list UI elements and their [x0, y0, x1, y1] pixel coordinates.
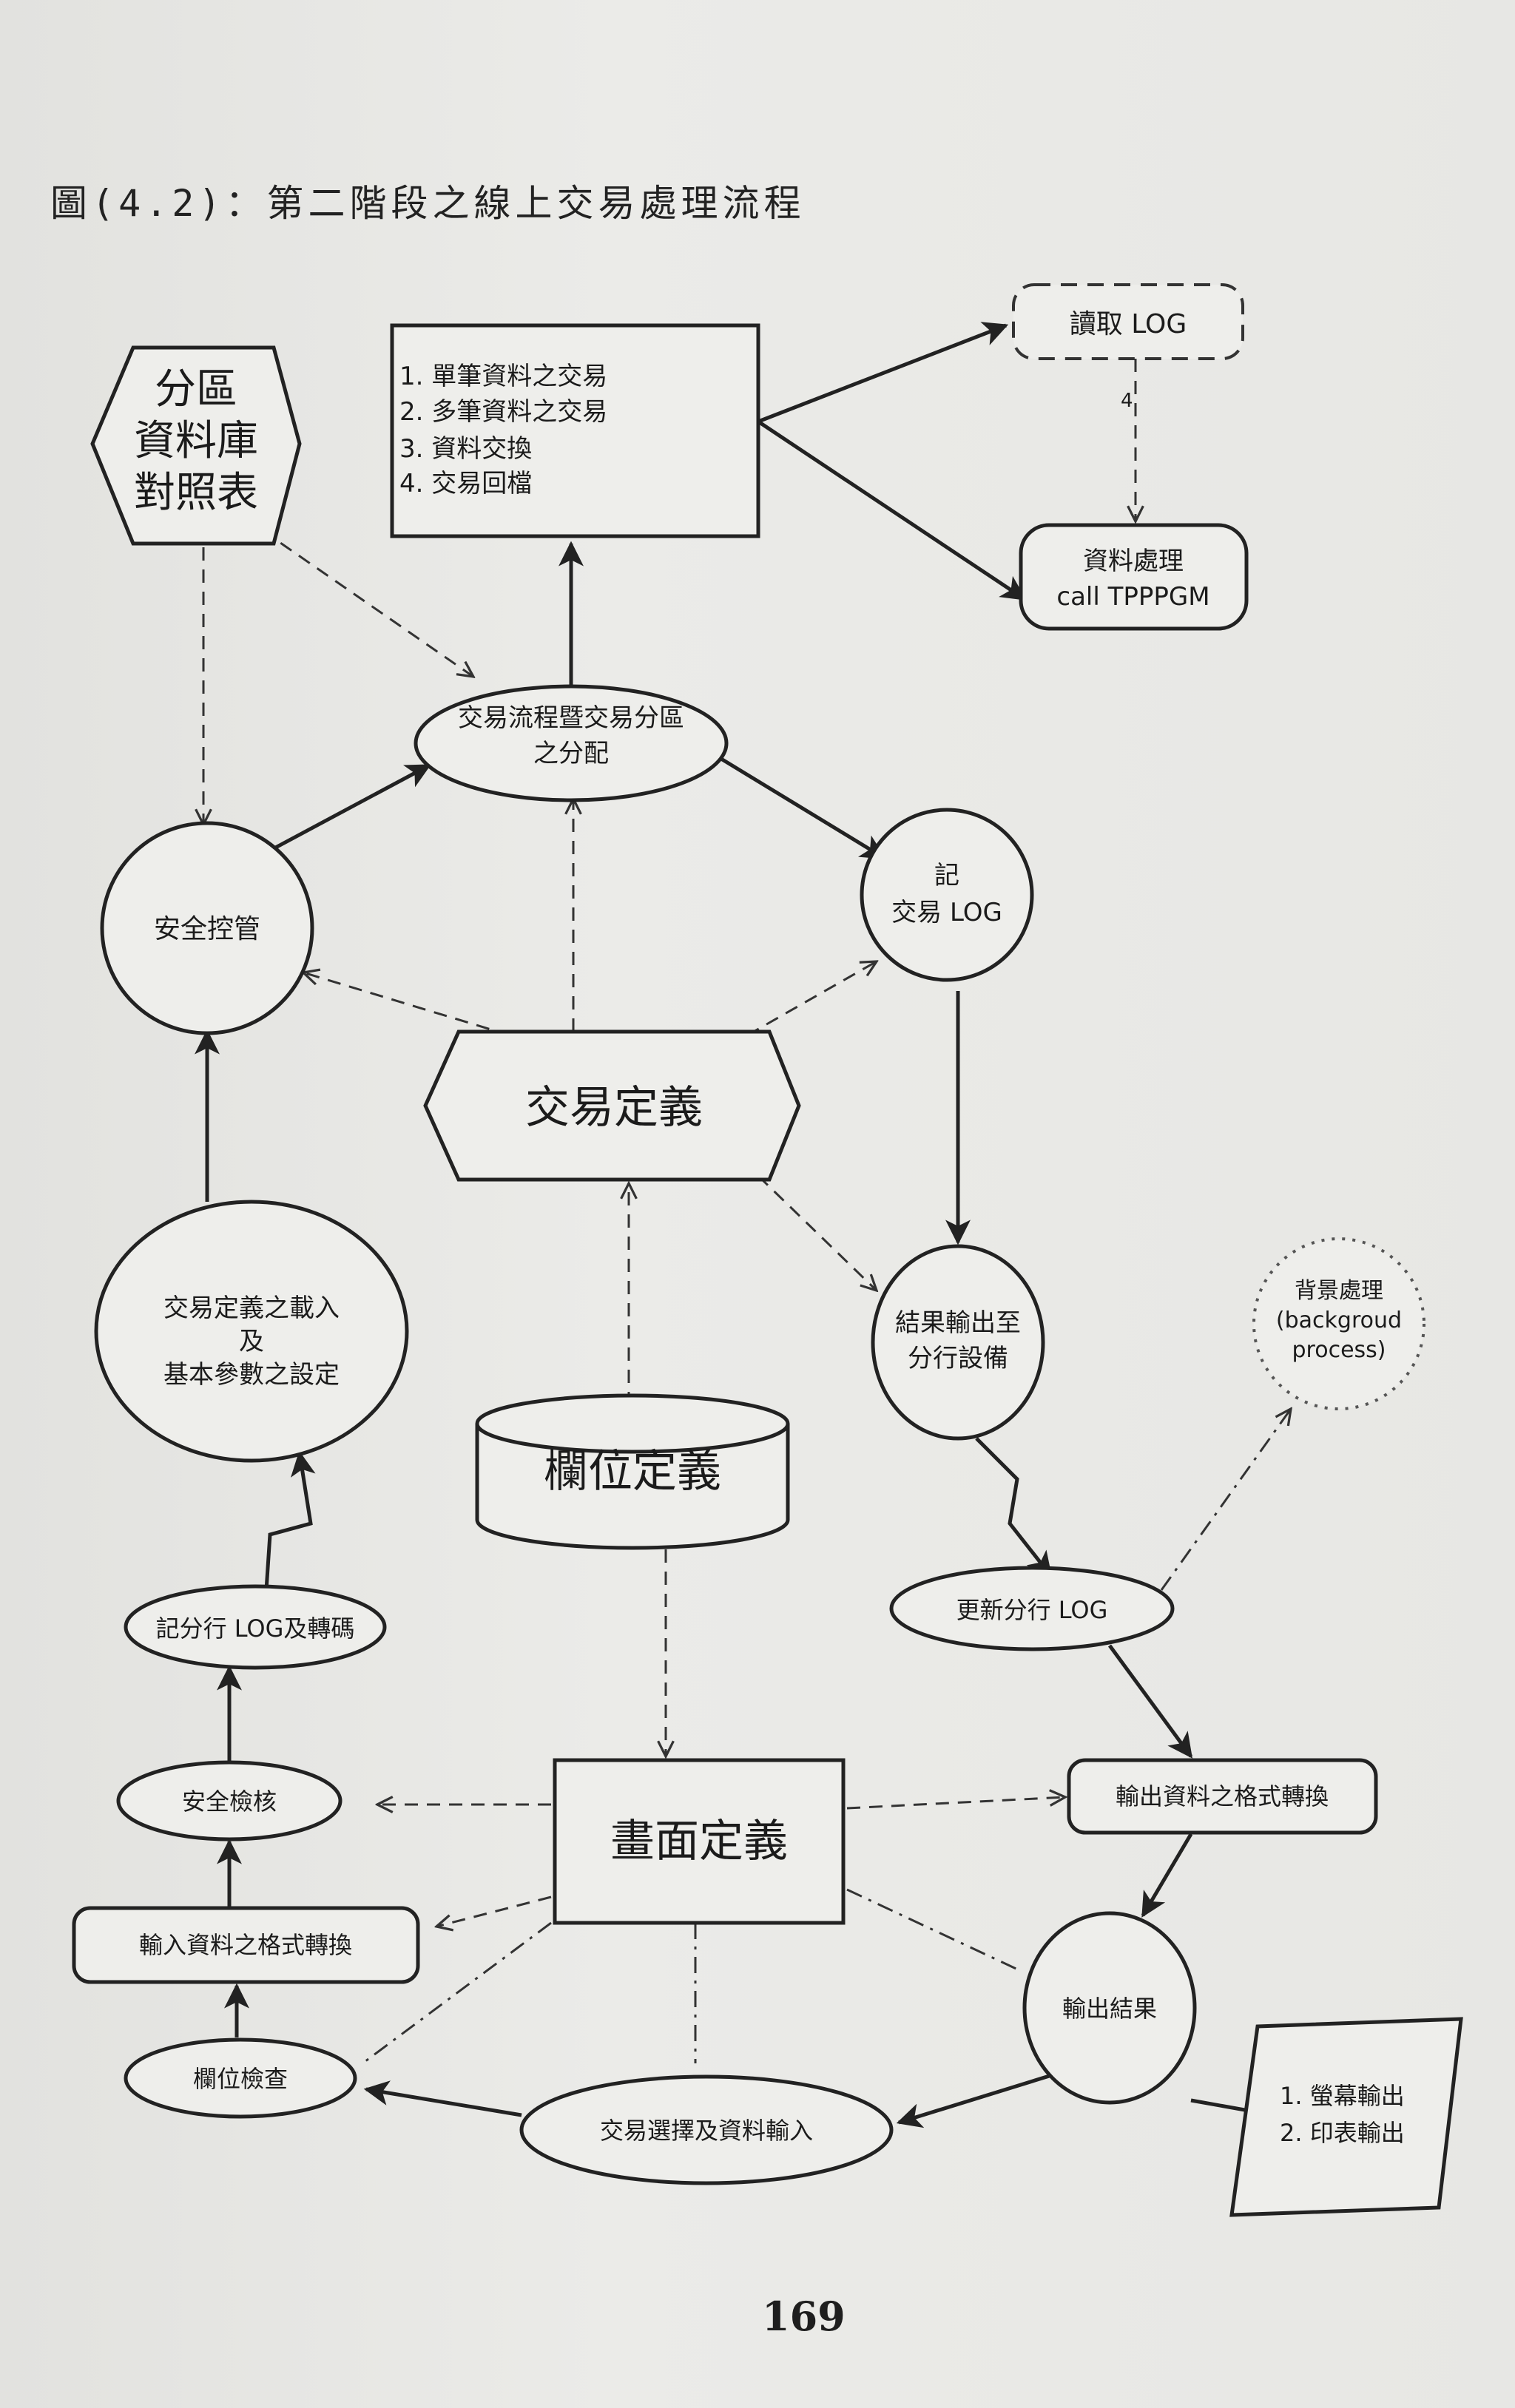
svg-text:安全控管: 安全控管	[154, 914, 260, 944]
svg-text:分行設備: 分行設備	[908, 1344, 1008, 1373]
svg-text:(backgroud: (backgroud	[1276, 1308, 1402, 1333]
svg-text:結果輸出至: 結果輸出至	[895, 1308, 1021, 1338]
node-security-control: 安全控管	[100, 821, 314, 1035]
node-field-definition: 欄位定義	[475, 1393, 790, 1550]
edge-screen-to-fieldcheck	[362, 1921, 552, 2065]
edge-txdef-to-security	[303, 973, 511, 1037]
edge-screen-to-result	[846, 1888, 1022, 1972]
svg-text:交易選擇及資料輸入: 交易選擇及資料輸入	[600, 2117, 813, 2145]
svg-text:2. 多筆資料之交易: 2. 多筆資料之交易	[399, 397, 607, 427]
edges: 4	[195, 322, 1298, 2128]
edge-branch-log-to-load	[264, 1450, 316, 1591]
svg-text:更新分行 LOG: 更新分行 LOG	[956, 1596, 1108, 1624]
node-flow-allocation: 交易流程暨交易分區 之分配	[414, 684, 729, 802]
svg-text:分區: 分區	[155, 365, 237, 413]
svg-text:2. 印表輸出: 2. 印表輸出	[1280, 2119, 1405, 2147]
node-input-format-conversion: 輸入資料之格式轉換	[72, 1906, 420, 1984]
edge-security-to-allocation	[269, 763, 431, 853]
svg-text:記分行 LOG及轉碼: 記分行 LOG及轉碼	[156, 1614, 355, 1643]
svg-text:資料處理: 資料處理	[1083, 547, 1184, 576]
svg-text:輸入資料之格式轉換: 輸入資料之格式轉換	[139, 1931, 352, 1959]
edge-allocation-to-record-log	[712, 752, 886, 860]
edge-screen-to-input-format	[436, 1895, 552, 1927]
node-output-items: 1. 螢幕輸出 2. 印表輸出	[1229, 2017, 1463, 2217]
node-output-result: 輸出結果	[1022, 1911, 1197, 2105]
svg-text:call TPPPGM: call TPPPGM	[1056, 582, 1209, 612]
node-transaction-definition: 交易定義	[423, 1029, 801, 1182]
svg-text:及: 及	[239, 1327, 264, 1356]
edge-screen-to-output-format	[846, 1797, 1065, 1810]
svg-text:畫面定義: 畫面定義	[610, 1816, 788, 1867]
node-transaction-list: 1. 單筆資料之交易 2. 多筆資料之交易 3. 資料交換 4. 交易回檔	[390, 323, 760, 538]
svg-text:讀取 LOG: 讀取 LOG	[1070, 309, 1187, 339]
node-background-process: 背景處理 (backgroud process)	[1252, 1237, 1425, 1410]
svg-text:交易定義: 交易定義	[525, 1082, 703, 1134]
svg-text:交易流程暨交易分區: 交易流程暨交易分區	[458, 703, 684, 733]
node-load-definition: 交易定義之載入 及 基本參數之設定	[94, 1200, 409, 1463]
edge-label-4: 4	[1121, 390, 1133, 412]
edge-txdef-to-record-log	[746, 961, 877, 1037]
edge-result-to-data-input	[896, 2072, 1055, 2128]
svg-text:1. 單筆資料之交易: 1. 單筆資料之交易	[399, 362, 607, 391]
edge-format-to-result	[1141, 1833, 1193, 1918]
edge-list-to-data-processing	[757, 419, 1027, 601]
node-output-to-branch: 結果輸出至 分行設備	[871, 1244, 1045, 1441]
svg-text:輸出結果: 輸出結果	[1062, 1995, 1157, 2023]
svg-text:交易 LOG: 交易 LOG	[891, 898, 1002, 927]
node-read-log: 讀取 LOG	[1012, 283, 1244, 360]
node-data-input: 交易選擇及資料輸入	[519, 2074, 894, 2185]
node-screen-definition: 畫面定義	[553, 1758, 846, 1925]
node-partition-table: 分區 資料庫 對照表	[90, 345, 302, 546]
svg-text:對照表: 對照表	[134, 469, 258, 517]
svg-text:安全檢核: 安全檢核	[182, 1788, 277, 1816]
node-branch-log-conversion: 記分行 LOG及轉碼	[124, 1584, 387, 1670]
edge-partition-to-allocation	[243, 516, 473, 677]
svg-text:基本參數之設定: 基本參數之設定	[163, 1360, 340, 1390]
svg-text:記: 記	[934, 861, 959, 890]
node-output-format-conversion: 輸出資料之格式轉換	[1067, 1758, 1378, 1835]
svg-text:process): process)	[1292, 1337, 1386, 1363]
edge-list-to-read-log	[758, 322, 1009, 424]
edge-update-to-background	[1160, 1409, 1291, 1591]
edge-output-to-update-log	[975, 1437, 1053, 1577]
svg-text:1. 螢幕輸出: 1. 螢幕輸出	[1280, 2082, 1405, 2110]
edge-update-to-format	[1107, 1644, 1193, 1759]
svg-text:交易定義之載入: 交易定義之載入	[163, 1293, 340, 1323]
svg-text:之分配: 之分配	[533, 739, 609, 768]
node-update-branch-log: 更新分行 LOG	[889, 1566, 1175, 1651]
edge-txdef-to-output-branch	[757, 1174, 877, 1291]
svg-text:欄位檢查: 欄位檢查	[193, 2065, 288, 2093]
svg-text:背景處理: 背景處理	[1295, 1278, 1383, 1304]
page-number: 169	[762, 2293, 846, 2340]
node-data-processing: 資料處理 call TPPPGM	[1019, 523, 1249, 631]
node-field-check: 欄位檢查	[124, 2037, 357, 2119]
figure-caption: 圖(4.2)：第二階段之線上交易處理流程	[50, 182, 806, 225]
svg-text:輸出資料之格式轉換: 輸出資料之格式轉換	[1116, 1782, 1329, 1810]
svg-text:4. 交易回檔: 4. 交易回檔	[399, 469, 532, 498]
svg-text:欄位定義: 欄位定義	[544, 1446, 721, 1498]
node-security-check: 安全檢核	[116, 1760, 343, 1841]
node-record-log: 記 交易 LOG	[860, 808, 1034, 982]
svg-text:3. 資料交換: 3. 資料交換	[399, 434, 532, 464]
edge-input-to-fieldcheck	[363, 2080, 522, 2117]
svg-text:資料庫: 資料庫	[134, 417, 258, 465]
